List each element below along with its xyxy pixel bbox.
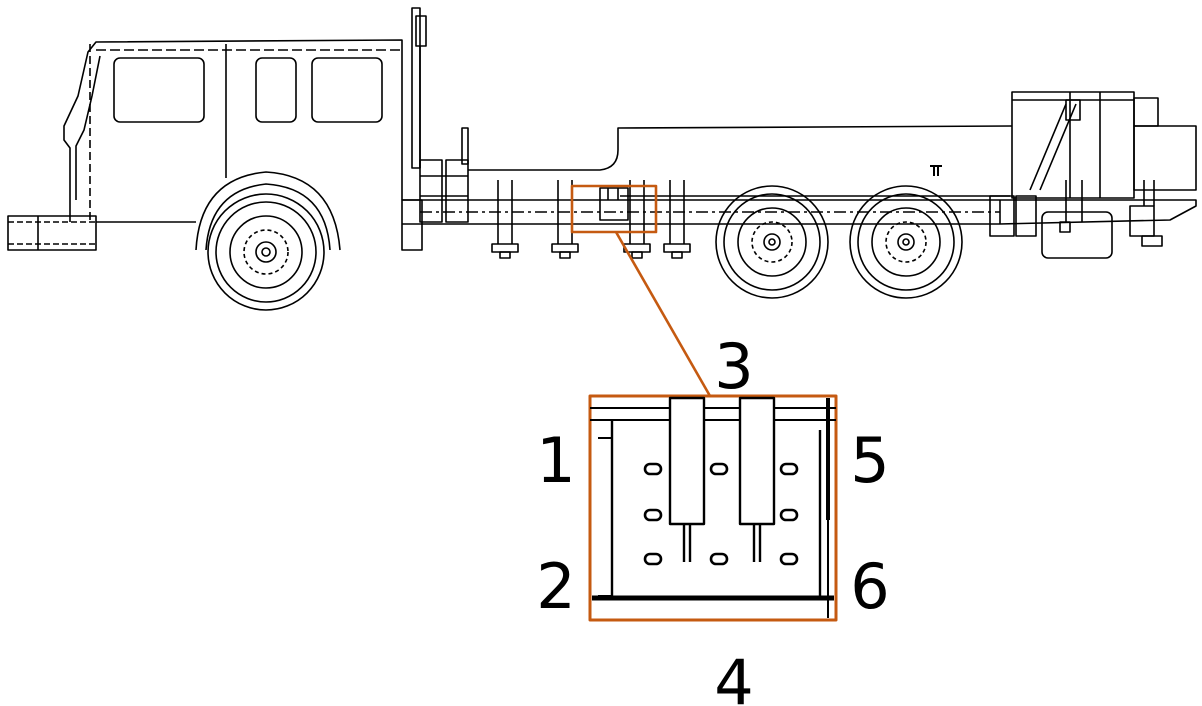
rear-wheel-2: [849, 185, 963, 299]
label-4: 4: [714, 646, 753, 706]
front-wheel: [195, 171, 341, 311]
rear-wheel-1: [715, 185, 829, 299]
label-5: 5: [850, 424, 889, 497]
label-1: 1: [536, 424, 575, 497]
chassis-frame: [401, 199, 1000, 251]
cab-window-mid: [255, 57, 297, 123]
detail-frame: [588, 394, 838, 622]
rear-equipment: [989, 91, 1197, 259]
callout-source-box: [570, 184, 658, 234]
cab-window-rear: [311, 57, 383, 123]
body-deck: [468, 125, 1013, 197]
label-6: 6: [850, 550, 889, 623]
front-bumper: [7, 215, 97, 251]
detail-view: [588, 394, 838, 622]
label-3: 3: [714, 330, 753, 403]
callout-leader-line: [614, 231, 712, 397]
callout-marker: [570, 184, 712, 397]
cab-steps: [419, 127, 469, 223]
label-2: 2: [536, 550, 575, 623]
cab-window-front: [113, 57, 205, 123]
cab: [63, 7, 427, 223]
stabilizer-legs: [491, 180, 691, 259]
